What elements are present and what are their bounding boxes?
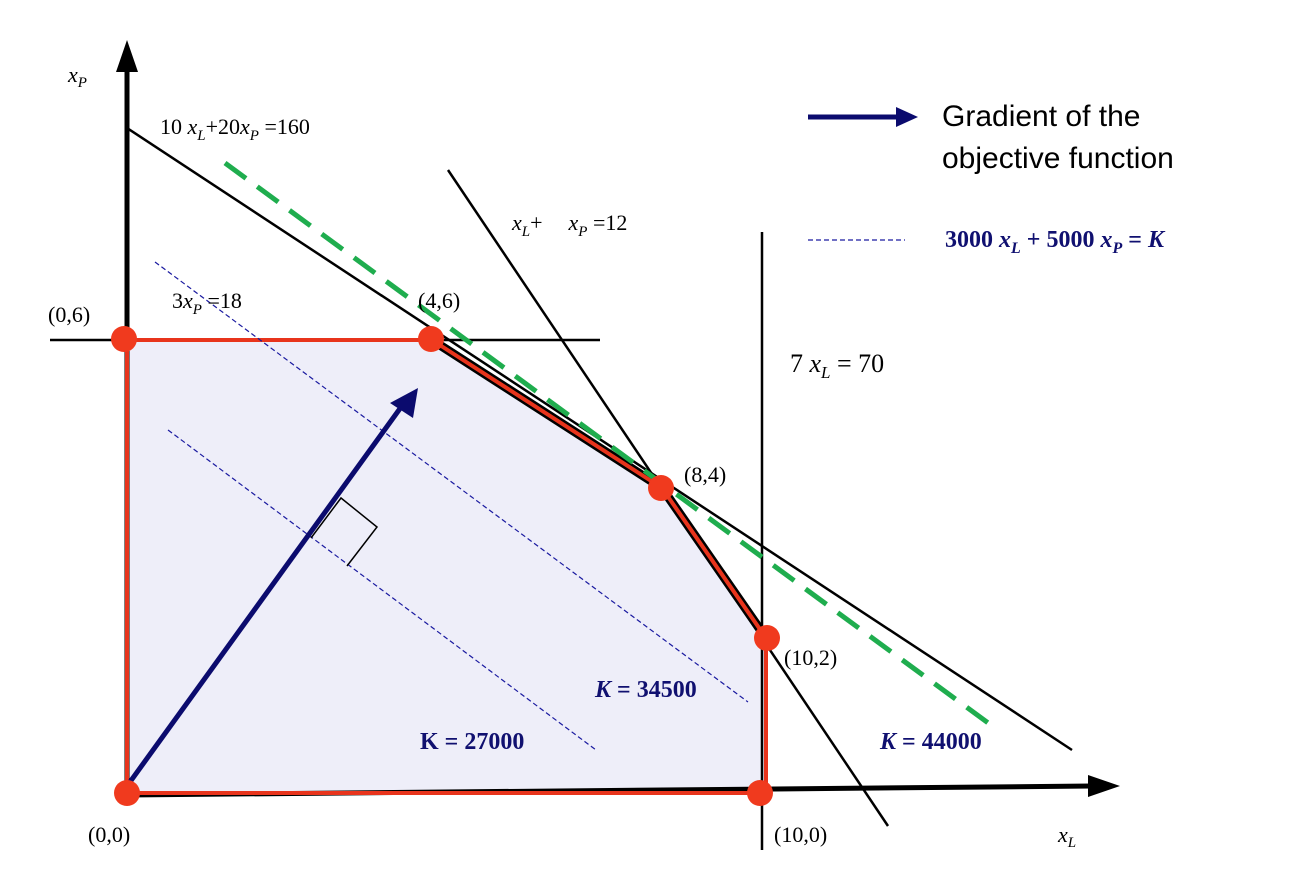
feasible-region — [127, 340, 766, 793]
vertex-label: (10,0) — [774, 822, 827, 847]
perpendicular-marker-icon — [310, 496, 379, 567]
constraint-label-10xl-20xp-160: 10 xL+20xP =160 — [160, 114, 310, 144]
legend: Gradient of the objective function 3000 … — [808, 100, 1174, 257]
y-axis-arrowhead-icon — [116, 40, 138, 72]
legend-gradient-label-line2: objective function — [942, 142, 1174, 175]
y-axis-label: xP — [67, 62, 87, 91]
vertex-dot — [754, 625, 780, 651]
x-axis-label: xL — [1057, 822, 1076, 851]
isoprofit-line-k-27000 — [167, 429, 597, 751]
vertex-dot — [648, 475, 674, 501]
k-label-27000: K = 27000 — [420, 729, 524, 755]
legend-gradient-arrow-icon — [896, 107, 918, 127]
k-label-34500: K = 34500 — [594, 677, 697, 703]
isoprofit-line-k-34500 — [154, 261, 749, 703]
gradient-arrow-shaft — [119, 401, 407, 795]
legend-gradient-label-line1: Gradient of the — [942, 100, 1140, 133]
vertex-dot — [418, 326, 444, 352]
k-label-44000: K = 44000 — [879, 729, 982, 755]
gradient-arrow-icon — [390, 388, 418, 418]
vertex-label: (8,4) — [684, 462, 726, 487]
vertex-dot — [114, 780, 140, 806]
vertex-dot — [747, 780, 773, 806]
vertex-label: (10,2) — [784, 645, 837, 670]
vertex-label: (0,6) — [48, 302, 90, 327]
vertex-label: (0,0) — [88, 822, 130, 847]
constraint-label-3xp-18: 3xP =18 — [172, 288, 242, 318]
legend-objective-equation: 3000 xL + 5000 xP = K — [945, 227, 1166, 257]
constraint-label-7xl-70: 7 xL = 70 — [790, 349, 884, 382]
vertex-dot — [111, 326, 137, 352]
vertex-label: (4,6) — [418, 288, 460, 313]
x-axis-arrowhead-icon — [1088, 775, 1120, 797]
constraint-label-xl-xp-12: xL+xP =12 — [511, 210, 627, 240]
